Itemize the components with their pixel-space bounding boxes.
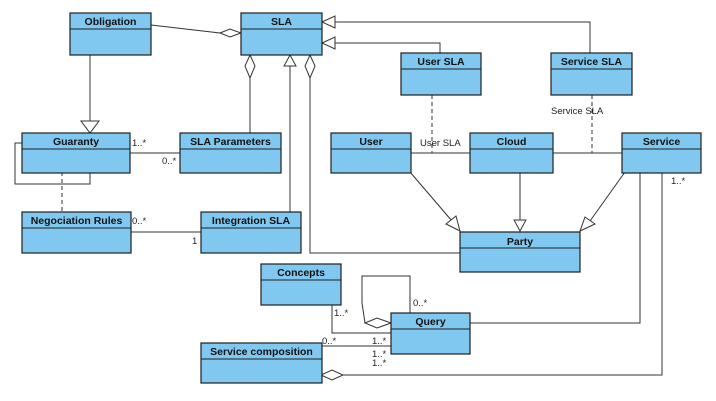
diamond-obligation-sla [218,28,243,38]
triangle-integration-sla [283,53,297,67]
class-integration-sla-title: Integration SLA [212,215,291,227]
edge-servicesla-sla [335,21,591,55]
mult-servcomp-service: 1..* [372,358,387,369]
edge-user-party [409,171,453,222]
diamond-params-sla [244,53,256,80]
edge-usersla-sla [335,42,441,55]
class-sla-parameters[interactable]: SLA Parameters [179,132,282,174]
class-service-sla-title: Service SLA [561,56,623,68]
class-concepts-title: Concepts [277,267,325,279]
label-user-sla-assoc: User SLA [420,138,461,149]
class-service-title: Service [643,136,681,148]
class-integration-sla[interactable]: Integration SLA [200,211,302,254]
triangle-obligation-guaranty [80,120,100,134]
class-concepts[interactable]: Concepts [260,263,342,306]
diamond-query-self [363,317,393,329]
class-user-title: User [359,136,382,148]
edge-concepts-query [331,305,391,334]
class-sla[interactable]: SLA [240,12,323,56]
mult-concepts-query-dst: 1..* [372,336,387,347]
class-sla-title: SLA [271,16,292,28]
edge-guaranty-self [14,142,91,185]
mult-guaranty-params-dst: 0..* [162,156,177,167]
diamond-servcomp-service [319,369,345,381]
class-service-composition[interactable]: Service composition [200,342,323,384]
mult-servcomp-query-dst: 1..* [372,349,387,360]
mult-negociation-integration-dst: 1 [192,236,197,247]
triangle-user-party [445,215,461,232]
class-service-sla[interactable]: Service SLA [550,52,633,96]
class-negociation-rules-title: Negociation Rules [31,215,123,227]
edge-service-party [589,171,626,222]
edge-sla-party [309,78,460,254]
class-service-composition-title: Service composition [210,346,313,358]
triangle-service-party [579,216,596,232]
class-query[interactable]: Query [390,312,471,355]
class-service[interactable]: Service [621,132,702,174]
class-cloud[interactable]: Cloud [469,132,554,174]
mult-servcomp-query-src: 0..* [322,336,337,347]
class-obligation-title: Obligation [85,16,137,28]
edge-service-query [470,172,641,324]
mult-concepts-query-src: 1..* [334,308,349,319]
class-cloud-title: Cloud [497,136,527,148]
class-user-sla[interactable]: User SLA [400,52,482,96]
triangle-cloud-party [513,219,527,233]
class-guaranty[interactable]: Guaranty [21,132,131,174]
class-party[interactable]: Party [459,231,581,273]
mult-query-self: 0..* [413,298,428,309]
class-user-sla-title: User SLA [417,56,465,68]
class-user[interactable]: User [330,132,412,174]
class-query-title: Query [415,316,446,328]
class-negociation-rules[interactable]: Negociation Rules [21,211,132,254]
class-guaranty-title: Guaranty [53,136,99,148]
triangle-usersla-sla [320,36,336,50]
mult-guaranty-params-src: 1..* [132,138,147,149]
class-sla-parameters-title: SLA Parameters [190,136,271,148]
edge-obligation-sla [150,24,221,34]
class-party-title: Party [507,236,533,248]
mult-negociation-integration-src: 0..* [132,216,147,227]
label-service-sla-assoc: Service SLA [551,106,604,117]
diamond-sla-party [304,53,316,80]
mult-service: 1..* [671,176,686,187]
triangle-servicesla-sla [320,15,336,29]
class-obligation[interactable]: Obligation [69,12,152,56]
edge-servcomp-service [343,172,663,376]
